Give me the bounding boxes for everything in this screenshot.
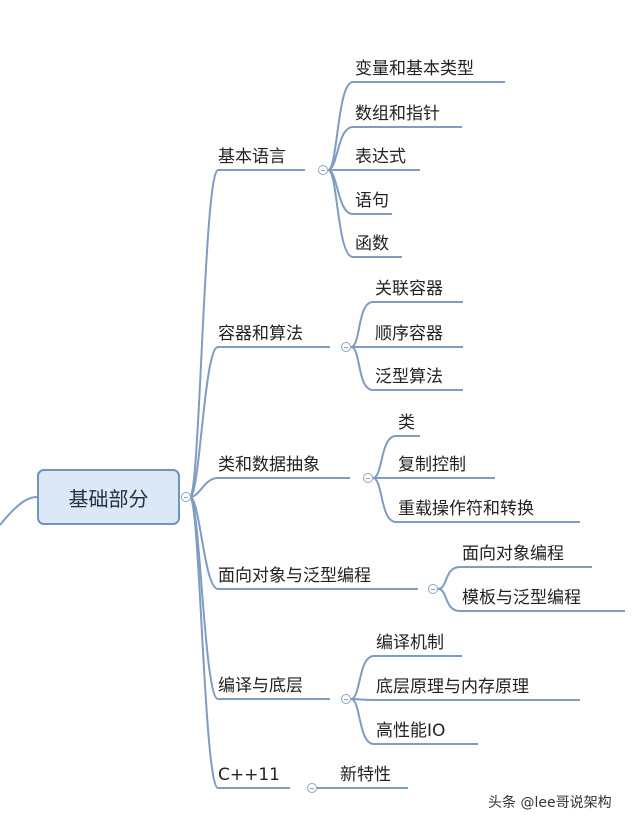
connector [350, 698, 375, 745]
leaf-node[interactable]: 函数 [355, 234, 389, 254]
connector [350, 655, 375, 700]
branch-collapse-toggle[interactable] [428, 584, 438, 594]
leaf-node[interactable]: 表达式 [355, 147, 406, 167]
root-label: 基础部分 [68, 486, 149, 511]
branch-collapse-toggle[interactable] [341, 342, 351, 352]
connector [372, 435, 397, 479]
branch-collapse-toggle[interactable] [341, 694, 351, 704]
connector [189, 496, 219, 590]
leaf-node[interactable]: 泛型算法 [375, 367, 443, 387]
leaf-node[interactable]: 关联容器 [375, 279, 443, 299]
leaf-node[interactable]: 语句 [355, 191, 389, 211]
connector [327, 126, 354, 171]
connector [189, 346, 219, 498]
leaf-node[interactable]: 新特性 [340, 765, 391, 785]
connector [437, 588, 461, 612]
leaf-node[interactable]: 数组和指针 [355, 104, 440, 124]
branch-node[interactable]: C++11 [218, 765, 280, 785]
branch-collapse-toggle[interactable] [363, 473, 373, 483]
connector [327, 81, 354, 171]
connector [350, 346, 374, 391]
leaf-node[interactable]: 顺序容器 [375, 324, 443, 344]
connector [327, 169, 354, 258]
connector [189, 496, 219, 789]
leaf-node[interactable]: 重载操作符和转换 [398, 499, 534, 519]
connector [350, 301, 374, 348]
connector [189, 477, 219, 498]
leaf-node[interactable]: 类 [398, 413, 415, 433]
leaf-node[interactable]: 复制控制 [398, 455, 466, 475]
branch-node[interactable]: 容器和算法 [218, 324, 303, 344]
branch-node[interactable]: 面向对象与泛型编程 [218, 566, 371, 586]
root-node[interactable]: 基础部分 [37, 469, 180, 525]
connector [189, 169, 219, 498]
connector [0, 496, 38, 526]
watermark: 头条 @lee哥说架构 [488, 795, 612, 811]
leaf-node[interactable]: 变量和基本类型 [355, 59, 474, 79]
branch-collapse-toggle[interactable] [318, 165, 328, 175]
leaf-node[interactable]: 面向对象编程 [462, 544, 564, 564]
branch-node[interactable]: 基本语言 [218, 147, 286, 167]
connector [437, 566, 461, 590]
branch-node[interactable]: 类和数据抽象 [218, 455, 320, 475]
leaf-node[interactable]: 高性能IO [376, 721, 446, 741]
leaf-node[interactable]: 底层原理与内存原理 [376, 677, 529, 697]
leaf-node[interactable]: 编译机制 [376, 633, 444, 653]
root-collapse-toggle[interactable] [181, 492, 191, 502]
connector [372, 477, 397, 523]
branch-collapse-toggle[interactable] [307, 783, 317, 793]
branch-node[interactable]: 编译与底层 [218, 676, 303, 696]
leaf-node[interactable]: 模板与泛型编程 [462, 588, 581, 608]
